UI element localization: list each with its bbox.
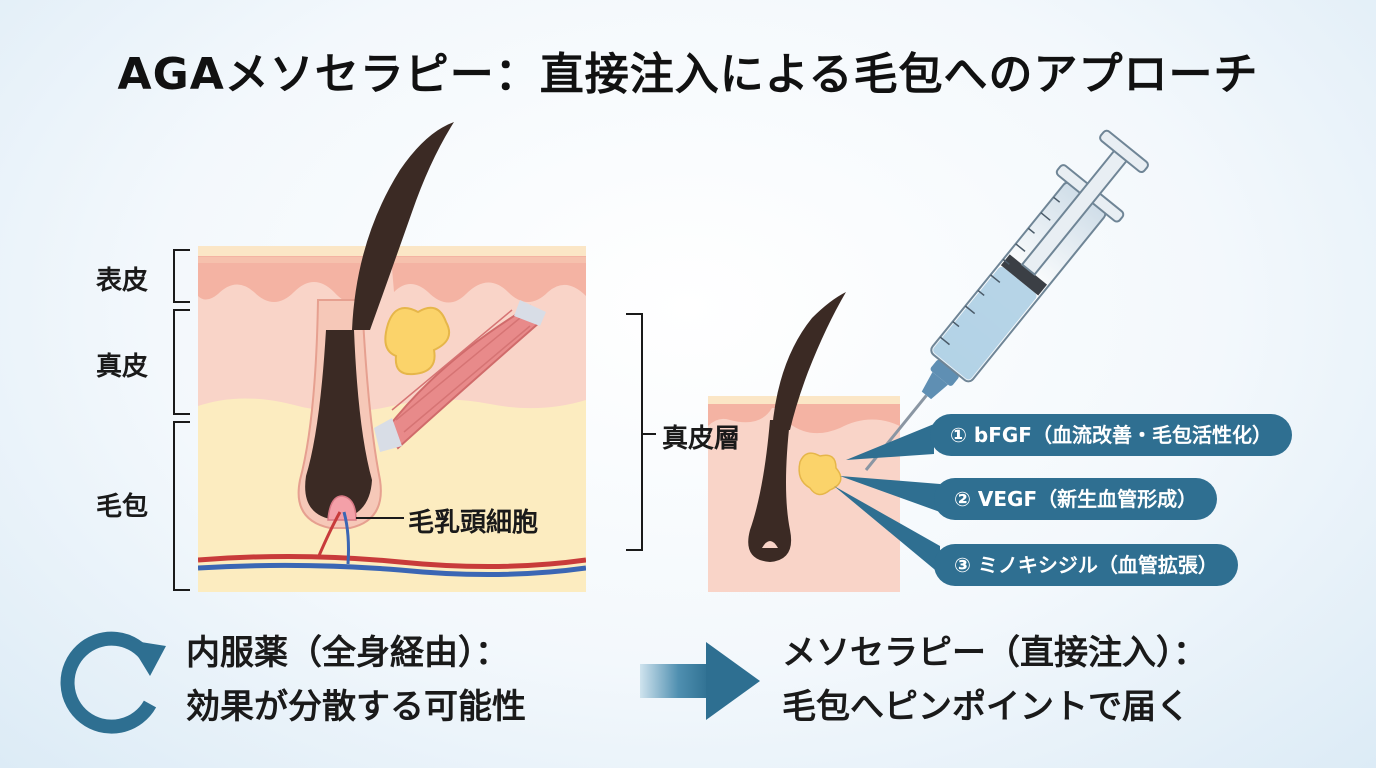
ingredient-pill-minoxidil: ③ ミノキシジル（血管拡張） bbox=[934, 544, 1238, 586]
hair-shaft bbox=[352, 122, 454, 330]
label-dermis: 真皮 bbox=[96, 352, 149, 382]
oral-line-2: 効果が分散する可能性 bbox=[186, 687, 526, 727]
ingredient-pill-vegf: ② VEGF（新生血管形成） bbox=[934, 478, 1218, 520]
page-title: AGAメソセラピー：直接注入による毛包へのアプローチ bbox=[117, 49, 1259, 100]
label-epidermis: 表皮 bbox=[96, 266, 149, 296]
bracket-dermis-layer bbox=[626, 313, 656, 551]
label-dermis-layer: 真皮層 bbox=[662, 424, 741, 454]
left-skin-block bbox=[198, 246, 586, 592]
bracket-follicle bbox=[173, 421, 190, 591]
meso-line-2: 毛包へピンポイントで届く bbox=[782, 687, 1190, 727]
mesotherapy-text: メソセラピー（直接注入）： 毛包へピンポイントで届く bbox=[782, 626, 1207, 734]
right-skin-block bbox=[708, 396, 900, 592]
bracket-dermis bbox=[173, 309, 190, 415]
circulation-icon bbox=[60, 631, 166, 734]
callout-pointer-1 bbox=[846, 424, 934, 460]
label-hair-follicle: 毛包 bbox=[96, 492, 149, 522]
syringe bbox=[864, 129, 1149, 471]
ingredient-pill-bfgf: ① bFGF（血流改善・毛包活性化） bbox=[930, 414, 1292, 456]
oral-medication-text: 内服薬（全身経由）： 効果が分散する可能性 bbox=[186, 626, 526, 734]
bracket-epidermis bbox=[173, 249, 190, 303]
callout-pointer-3 bbox=[834, 486, 940, 574]
meso-line-1: メソセラピー（直接注入）： bbox=[782, 633, 1207, 673]
direction-arrow-icon bbox=[640, 642, 760, 720]
label-dermal-papilla: 毛乳頭細胞 bbox=[408, 508, 539, 538]
small-hair-shaft bbox=[772, 292, 846, 430]
callout-pointer-2 bbox=[840, 476, 940, 512]
oral-line-1: 内服薬（全身経由）： bbox=[186, 633, 509, 673]
